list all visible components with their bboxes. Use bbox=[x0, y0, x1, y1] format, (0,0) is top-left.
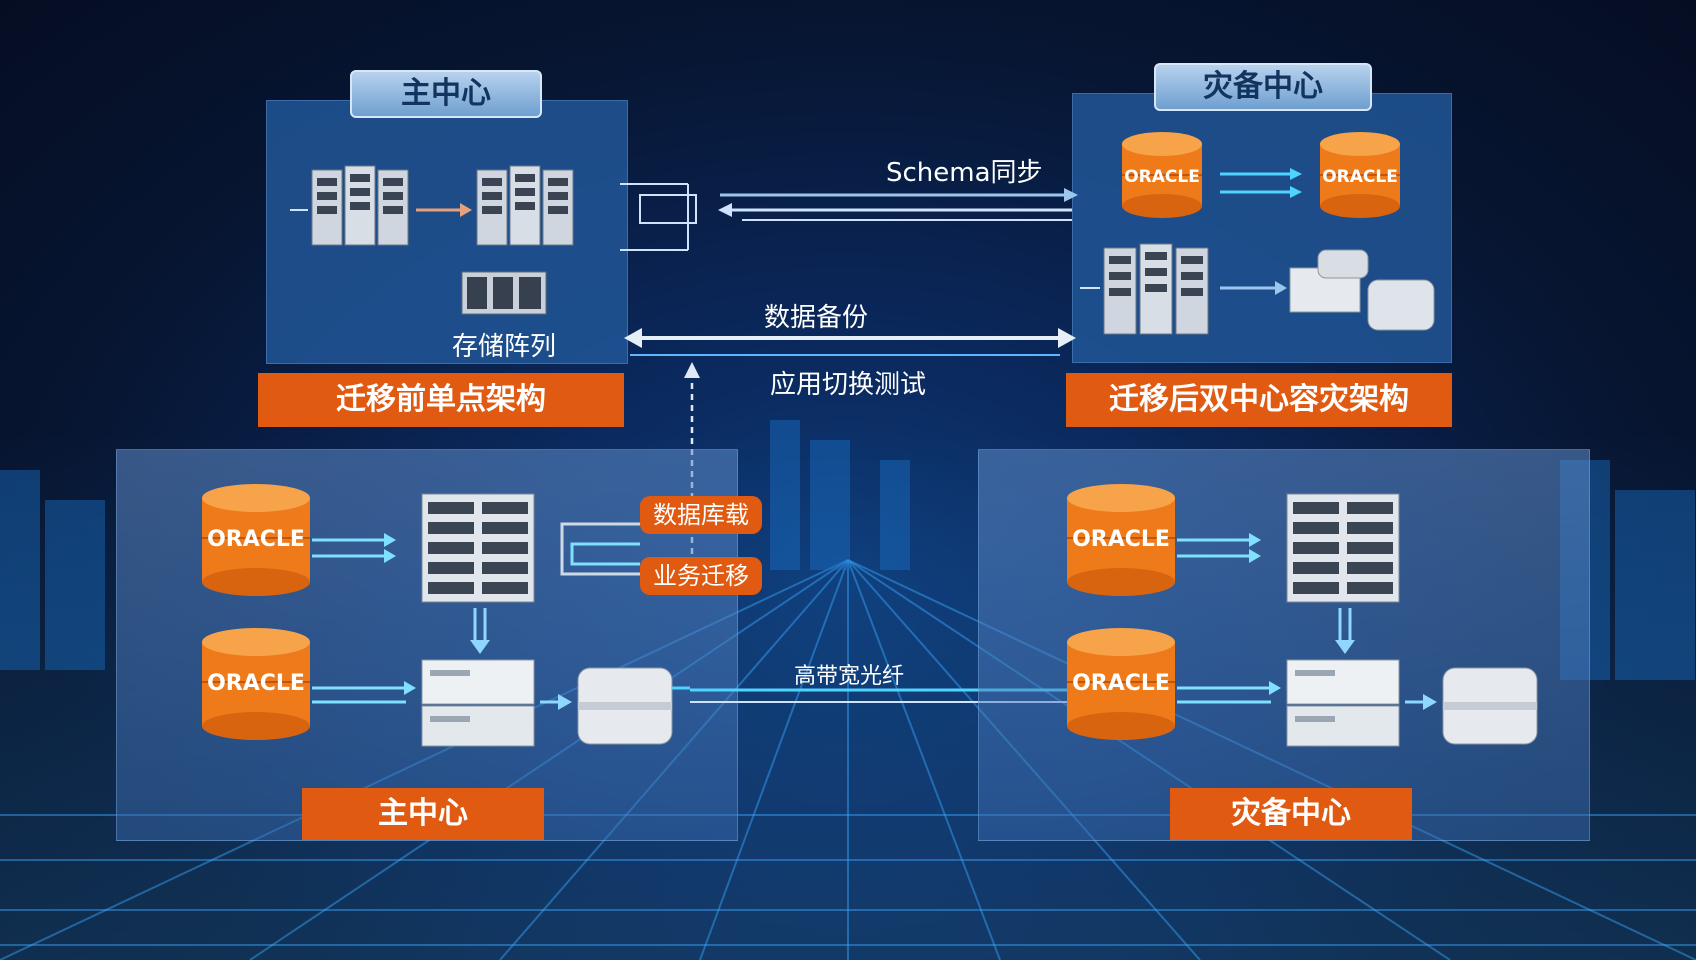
blade-server-icon bbox=[421, 493, 535, 603]
db-load-pill: 数据库载 bbox=[640, 496, 762, 534]
arrow-icon bbox=[1177, 538, 1271, 704]
blade-server-icon bbox=[1286, 493, 1400, 603]
appliance-icon bbox=[1442, 667, 1538, 745]
oracle-logo: ORACLE bbox=[1322, 167, 1398, 187]
storage-array-label: 存储阵列 bbox=[452, 332, 557, 362]
data-backup-label: 数据备份 bbox=[764, 303, 869, 333]
migrate-pill: 业务迁移 bbox=[640, 557, 762, 595]
top-left-equipment bbox=[290, 165, 574, 315]
top-right-caption: 迁移后双中心容灾架构 bbox=[1066, 373, 1452, 427]
top-left-caption: 迁移前单点架构 bbox=[258, 373, 624, 427]
oracle-logo: ORACLE bbox=[207, 527, 305, 552]
bottom-right-equipment: ORACLE ORACLE bbox=[1067, 484, 1538, 747]
bottom-right-caption: 灾备中心 bbox=[1170, 788, 1412, 840]
oracle-db-icon: ORACLE bbox=[1320, 132, 1400, 218]
pill-bracket bbox=[560, 522, 640, 576]
oracle-db-icon: ORACLE bbox=[202, 484, 310, 596]
appliance-icon bbox=[577, 667, 673, 745]
oracle-db-icon: ORACLE bbox=[1067, 628, 1175, 740]
top-left-header: 主中心 bbox=[350, 70, 542, 118]
oracle-logo: ORACLE bbox=[1124, 167, 1200, 187]
top-connectors bbox=[620, 183, 1078, 356]
oracle-logo: ORACLE bbox=[207, 671, 305, 696]
top-right-header: 灾备中心 bbox=[1154, 63, 1372, 111]
arrow-icon bbox=[1220, 172, 1290, 194]
appliance-icon bbox=[1286, 659, 1400, 747]
storage-array-icon bbox=[461, 271, 547, 315]
server-rack-icon bbox=[311, 165, 409, 246]
server-rack-icon bbox=[1103, 243, 1209, 335]
fiber-label: 高带宽光纤 bbox=[794, 664, 905, 689]
schema-sync-label: Schema同步 bbox=[886, 158, 1043, 188]
oracle-logo: ORACLE bbox=[1072, 527, 1170, 552]
switch-test-label: 应用切换测试 bbox=[770, 370, 927, 400]
appliance-icon bbox=[1289, 249, 1435, 331]
vertical-dashed-arrow bbox=[684, 362, 700, 565]
bottom-left-equipment: ORACLE ORACLE bbox=[202, 484, 690, 747]
arrow-icon bbox=[312, 538, 406, 704]
bottom-left-caption: 主中心 bbox=[302, 788, 544, 840]
oracle-db-icon: ORACLE bbox=[1067, 484, 1175, 596]
top-right-equipment: ORACLE ORACLE bbox=[1080, 132, 1435, 335]
oracle-db-icon: ORACLE bbox=[1122, 132, 1202, 218]
server-rack-icon bbox=[476, 165, 574, 246]
oracle-db-icon: ORACLE bbox=[202, 628, 310, 740]
appliance-icon bbox=[421, 659, 535, 747]
oracle-logo: ORACLE bbox=[1072, 671, 1170, 696]
